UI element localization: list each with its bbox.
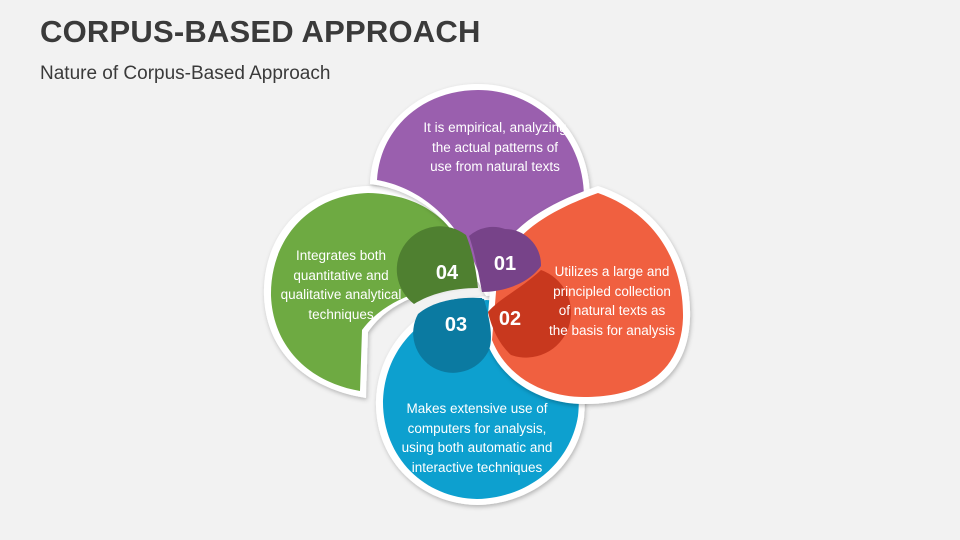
item-number-01: 01 — [493, 253, 517, 275]
center-segment-04 — [396, 226, 478, 304]
page-subtitle: Nature of Corpus-Based Approach — [40, 63, 331, 84]
page-title: CORPUS-BASED APPROACH — [40, 14, 481, 49]
item-number-02: 02 — [498, 308, 522, 330]
center-segment-02 — [488, 270, 572, 358]
item-text-02: Utilizes a large and principled collecti… — [548, 264, 676, 338]
item-number-03: 03 — [444, 314, 468, 336]
item-number-04: 04 — [435, 262, 459, 284]
item-text-01: It is empirical, analyzing the actual pa… — [423, 120, 567, 174]
center-segment-03 — [413, 298, 491, 373]
center-segment-01 — [469, 226, 541, 292]
item-text-03: Makes extensive use of computers for ana… — [401, 401, 553, 475]
item-text-04: Integrates both quantitative and qualita… — [280, 248, 402, 322]
